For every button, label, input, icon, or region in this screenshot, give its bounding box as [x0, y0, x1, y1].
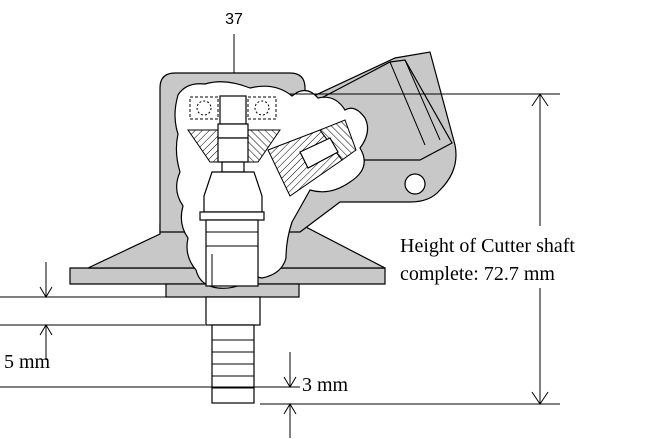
bearing-right	[247, 96, 277, 120]
dim-3mm: 3 mm	[0, 352, 349, 438]
height-label-line1: Height of Cutter shaft	[400, 235, 575, 257]
part-number-callout: 37	[225, 11, 243, 73]
bevel-gear-vertical	[187, 129, 281, 163]
shaft-neck	[217, 123, 249, 139]
base-flange	[69, 223, 386, 285]
height-label-background	[398, 226, 648, 288]
part-number-text: 37	[225, 11, 243, 28]
bearing-left	[189, 96, 219, 120]
dim-3mm-text: 3 mm	[302, 374, 349, 396]
shaft-stub	[205, 296, 261, 404]
dim-5mm-text: 5 mm	[4, 351, 51, 373]
shaft-top-collar	[219, 95, 247, 125]
bevel-gear-angled	[267, 119, 357, 197]
height-label-line2: complete: 72.7 mm	[400, 263, 555, 285]
dim-5mm: 5 mm	[0, 262, 205, 373]
cutter-shaft	[199, 161, 265, 287]
